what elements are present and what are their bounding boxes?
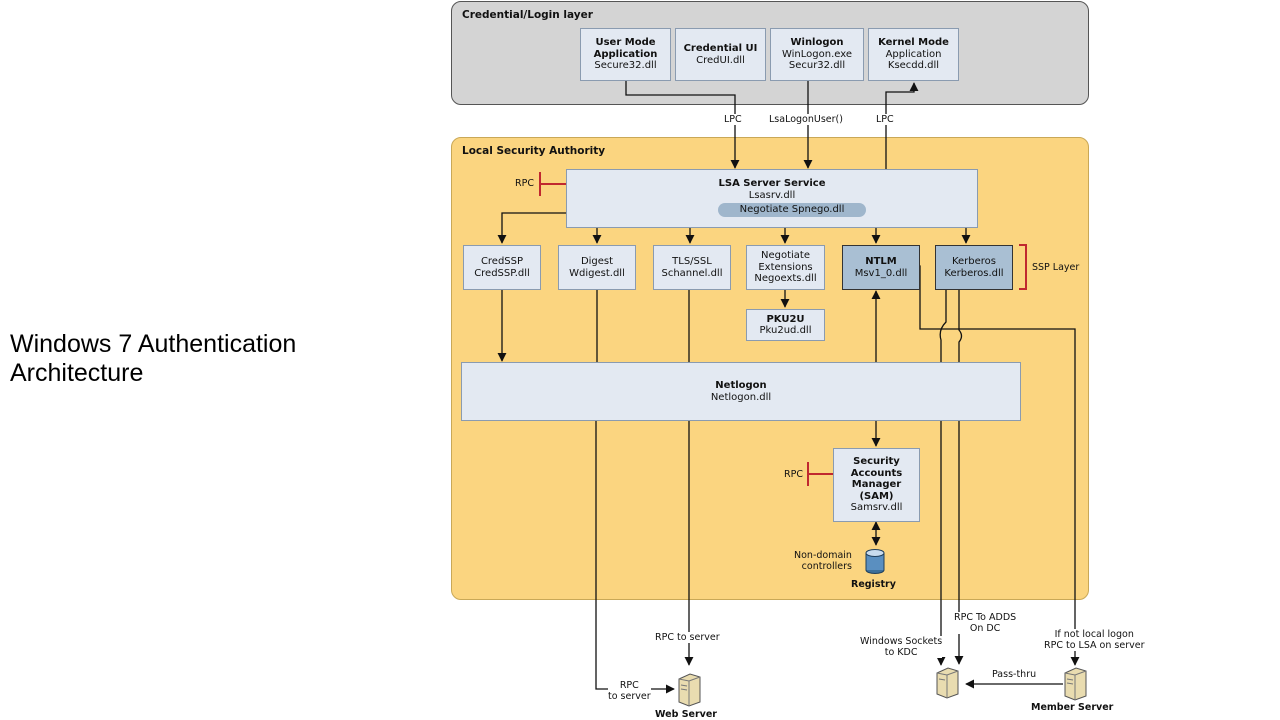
pass-thru-label: Pass-thru xyxy=(992,669,1037,680)
box-line: Netlogon.dll xyxy=(710,391,772,403)
box-title: (SAM) xyxy=(859,490,894,502)
web-server-label: Web Server xyxy=(655,709,717,720)
rpc-to-adds-label: RPC To ADDS On DC xyxy=(954,612,1017,634)
box-title: Netlogon xyxy=(715,380,767,391)
ssp-dll: Schannel.dll xyxy=(661,267,723,279)
label-line: RPC To ADDS xyxy=(954,612,1017,623)
to-credssp-line xyxy=(497,212,566,244)
member-server-icon xyxy=(1064,667,1087,701)
box-title: Manager xyxy=(851,479,902,491)
ssp-dll: CredSSP.dll xyxy=(474,267,530,279)
box-line: Application xyxy=(885,48,942,60)
ssp-dll: Msv1_0.dll xyxy=(854,267,908,279)
digest-box: Digest Wdigest.dll xyxy=(558,245,636,290)
digest-to-web-line xyxy=(595,421,675,694)
box-line: Lsasrv.dll xyxy=(748,189,796,201)
label-line: to server xyxy=(608,691,651,702)
ntlm-box: NTLM Msv1_0.dll xyxy=(842,245,920,290)
box-line: Samsrv.dll xyxy=(850,502,903,514)
box-line: Secur32.dll xyxy=(788,60,846,72)
kerberos-sockets-line xyxy=(936,290,947,666)
if-not-local-logon-label: If not local logon RPC to LSA on server xyxy=(1044,629,1145,651)
box-title: Accounts xyxy=(850,467,903,479)
label-line: Non-domain xyxy=(794,550,852,561)
rpc-stub-sam xyxy=(807,462,834,486)
label-line: Windows Sockets xyxy=(860,636,943,647)
kerberos-adds-line xyxy=(954,290,964,665)
sam-box: Security Accounts Manager (SAM) Samsrv.d… xyxy=(833,448,920,522)
lpc-right-line xyxy=(885,82,919,169)
winlogon-box: Winlogon WinLogon.exe Secur32.dll xyxy=(770,28,864,81)
label-line: RPC to LSA on server xyxy=(1044,640,1145,651)
ssp-name: Digest xyxy=(580,256,614,267)
lpc-left-label: LPC xyxy=(723,114,743,125)
slide-title: Windows 7 Authentication Architecture xyxy=(10,330,390,388)
box-title: Credential UI xyxy=(683,43,758,54)
domain-controller-icon xyxy=(936,667,959,699)
rpc-label-lsa: RPC xyxy=(515,178,534,189)
negotiate-extensions-box: Negotiate Extensions Negoexts.dll xyxy=(746,245,825,290)
ssp-name: NTLM xyxy=(865,256,897,267)
label-line: On DC xyxy=(969,623,1001,634)
rpc-to-server-mid-label: RPC to server xyxy=(655,632,720,643)
registry-icon xyxy=(865,549,885,574)
ntlm-member-line xyxy=(905,265,1080,666)
label-line: controllers xyxy=(801,561,852,572)
label-line: If not local logon xyxy=(1054,629,1134,640)
credssp-box: CredSSP CredSSP.dll xyxy=(463,245,541,290)
rpc-label-sam: RPC xyxy=(784,469,803,480)
rpc-stub-lsa xyxy=(539,172,566,196)
box-line: WinLogon.exe xyxy=(781,48,853,60)
ssp-layer-bracket xyxy=(1019,244,1027,290)
web-server-icon xyxy=(678,673,701,707)
box-title: Winlogon xyxy=(790,37,844,49)
ssp-layer-label: SSP Layer xyxy=(1032,262,1080,273)
netlogon-box: Netlogon Netlogon.dll xyxy=(461,362,1021,421)
user-mode-application-box: User Mode Application Secure32.dll xyxy=(580,28,671,81)
slide-title-line-1: Windows 7 Authentication xyxy=(10,330,297,358)
windows-sockets-label: Windows Sockets to KDC xyxy=(860,636,943,658)
rpc-to-server-left-label: RPC to server xyxy=(608,680,651,702)
box-title: Kernel Mode xyxy=(878,37,949,49)
box-line: CredUI.dll xyxy=(696,54,745,66)
lsa-panel-title: Local Security Authority xyxy=(462,145,606,157)
box-title: PKU2U xyxy=(766,313,805,325)
credential-ui-box: Credential UI CredUI.dll xyxy=(675,28,766,81)
label-line: RPC xyxy=(619,680,639,691)
box-line: Pku2ud.dll xyxy=(759,325,812,336)
slide-title-line-2: Architecture xyxy=(10,359,144,387)
box-title: Security xyxy=(853,456,900,468)
box-title: LSA Server Service xyxy=(718,178,826,189)
ssp-dll: Negoexts.dll xyxy=(754,273,817,285)
ssp-name: CredSSP xyxy=(480,256,524,267)
non-domain-controllers-label: Non-domain controllers xyxy=(794,550,852,572)
box-title: User Mode Application xyxy=(593,37,658,60)
box-line: Ksecdd.dll xyxy=(887,60,940,72)
label-line: to KDC xyxy=(884,647,918,658)
lsalogonuser-label: LsaLogonUser() xyxy=(768,114,844,125)
ssp-name: Negotiate Extensions xyxy=(758,250,813,273)
registry-label: Registry xyxy=(851,579,896,590)
member-server-label: Member Server xyxy=(1031,702,1114,713)
ssp-dll: Wdigest.dll xyxy=(569,267,625,279)
lsa-server-service-box: LSA Server Service Lsasrv.dll xyxy=(566,169,978,228)
tls-ssl-box: TLS/SSL Schannel.dll xyxy=(653,245,731,290)
negotiate-spnego-pill: Negotiate Spnego.dll xyxy=(718,203,866,217)
ssp-name: TLS/SSL xyxy=(672,256,712,267)
kernel-mode-box: Kernel Mode Application Ksecdd.dll xyxy=(868,28,959,81)
pku2u-box: PKU2U Pku2ud.dll xyxy=(746,309,825,341)
ssp-dll: Kerberos.dll xyxy=(944,267,1004,279)
credential-layer-title: Credential/Login layer xyxy=(462,9,593,21)
box-line: Secure32.dll xyxy=(594,60,657,72)
lpc-right-label: LPC xyxy=(875,114,895,125)
lpc-left-line xyxy=(625,81,740,169)
ssp-name: Kerberos xyxy=(951,256,997,267)
kerberos-box: Kerberos Kerberos.dll xyxy=(935,245,1013,290)
